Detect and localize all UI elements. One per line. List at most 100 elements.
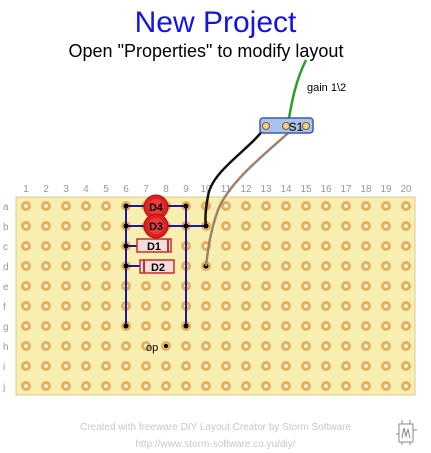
pad-hole: [104, 324, 108, 328]
pad-hole: [304, 364, 308, 368]
pad-hole: [104, 384, 108, 388]
pad-hole: [144, 344, 148, 348]
pad-hole: [84, 384, 88, 388]
row-label: c: [3, 242, 8, 253]
pad-hole: [404, 364, 408, 368]
column-label: 2: [43, 184, 49, 195]
pad-hole: [264, 284, 268, 288]
pad-hole: [244, 384, 248, 388]
column-label: 20: [400, 184, 412, 195]
pad-hole: [344, 264, 348, 268]
pad-hole: [284, 244, 288, 248]
pad-hole: [104, 224, 108, 228]
pad-hole: [304, 264, 308, 268]
pad-hole: [344, 244, 348, 248]
pad-hole: [324, 284, 328, 288]
pad-hole: [244, 304, 248, 308]
led-d4[interactable]: D4: [143, 194, 169, 220]
wire-green[interactable]: [286, 59, 308, 125]
led-d3[interactable]: D3: [143, 213, 169, 239]
column-label: 4: [83, 184, 89, 195]
pad-hole: [64, 304, 68, 308]
pad-hole: [104, 344, 108, 348]
pad-hole: [44, 264, 48, 268]
pad-hole: [384, 344, 388, 348]
row-label: b: [3, 222, 9, 233]
pad-hole: [64, 384, 68, 388]
pad-hole: [44, 224, 48, 228]
pad-hole: [344, 224, 348, 228]
pad-hole: [204, 384, 208, 388]
pad-hole: [364, 364, 368, 368]
pad-hole: [364, 264, 368, 268]
pad-hole: [224, 224, 228, 228]
diode-d2[interactable]: D2: [139, 259, 175, 274]
pad-hole: [404, 304, 408, 308]
pad-hole: [284, 344, 288, 348]
pad-hole: [344, 384, 348, 388]
wire-black[interactable]: [204, 125, 268, 227]
pad-hole: [324, 204, 328, 208]
pad-hole: [304, 244, 308, 248]
pad-hole: [224, 284, 228, 288]
pad-hole: [384, 284, 388, 288]
pad-hole: [104, 244, 108, 248]
pad-hole: [144, 284, 148, 288]
pad-hole: [44, 284, 48, 288]
pad-hole: [404, 284, 408, 288]
pad-hole: [324, 224, 328, 228]
pad-hole: [364, 244, 368, 248]
footer-credit: Created with freeware DIY Layout Creator…: [79, 422, 352, 433]
pad-hole: [24, 324, 28, 328]
pad-hole: [344, 284, 348, 288]
pad-hole: [404, 224, 408, 228]
pad-hole: [144, 304, 148, 308]
pad-hole: [104, 264, 108, 268]
page-subtitle: Open "Properties" to modify layout: [68, 41, 344, 61]
pad-hole: [204, 304, 208, 308]
diode-d2-label: D2: [151, 262, 165, 274]
diode-d1[interactable]: D1: [136, 238, 172, 253]
op-pad-marker: [164, 344, 168, 348]
column-label: 7: [143, 184, 149, 195]
pad-hole: [224, 304, 228, 308]
pad-hole: [64, 284, 68, 288]
switch-s1[interactable]: S1: [259, 117, 314, 134]
pad-hole: [164, 364, 168, 368]
pad-hole: [64, 264, 68, 268]
pad-hole: [64, 224, 68, 228]
pad-hole: [204, 364, 208, 368]
column-label: 14: [280, 184, 292, 195]
pad-hole: [204, 284, 208, 288]
pad-hole: [264, 204, 268, 208]
pad-hole: [264, 364, 268, 368]
pad-hole: [204, 324, 208, 328]
op-label: op: [146, 342, 158, 354]
wire-tan[interactable]: [204, 125, 297, 267]
pad-hole: [44, 244, 48, 248]
column-label: 8: [163, 184, 169, 195]
pad-hole: [344, 324, 348, 328]
pad-hole: [304, 284, 308, 288]
pad-hole: [364, 344, 368, 348]
column-label: 11: [221, 184, 232, 195]
pad-hole: [284, 364, 288, 368]
page-title: New Project: [134, 6, 297, 39]
row-label: d: [3, 262, 9, 273]
pad-hole: [164, 304, 168, 308]
pad-hole: [224, 324, 228, 328]
pad-hole: [364, 384, 368, 388]
column-label: 10: [200, 184, 212, 195]
pad-hole: [364, 304, 368, 308]
column-label: 15: [300, 184, 312, 195]
row-label: f: [3, 302, 6, 313]
footer-url[interactable]: http://www.storm-software.co.yu/diy/: [135, 439, 296, 450]
pad-hole: [204, 344, 208, 348]
led-d4-label: D4: [149, 202, 164, 214]
column-label: 12: [240, 184, 252, 195]
pad-hole: [204, 244, 208, 248]
pad-hole: [24, 384, 28, 388]
pad-hole: [224, 244, 228, 248]
pad-hole: [324, 364, 328, 368]
